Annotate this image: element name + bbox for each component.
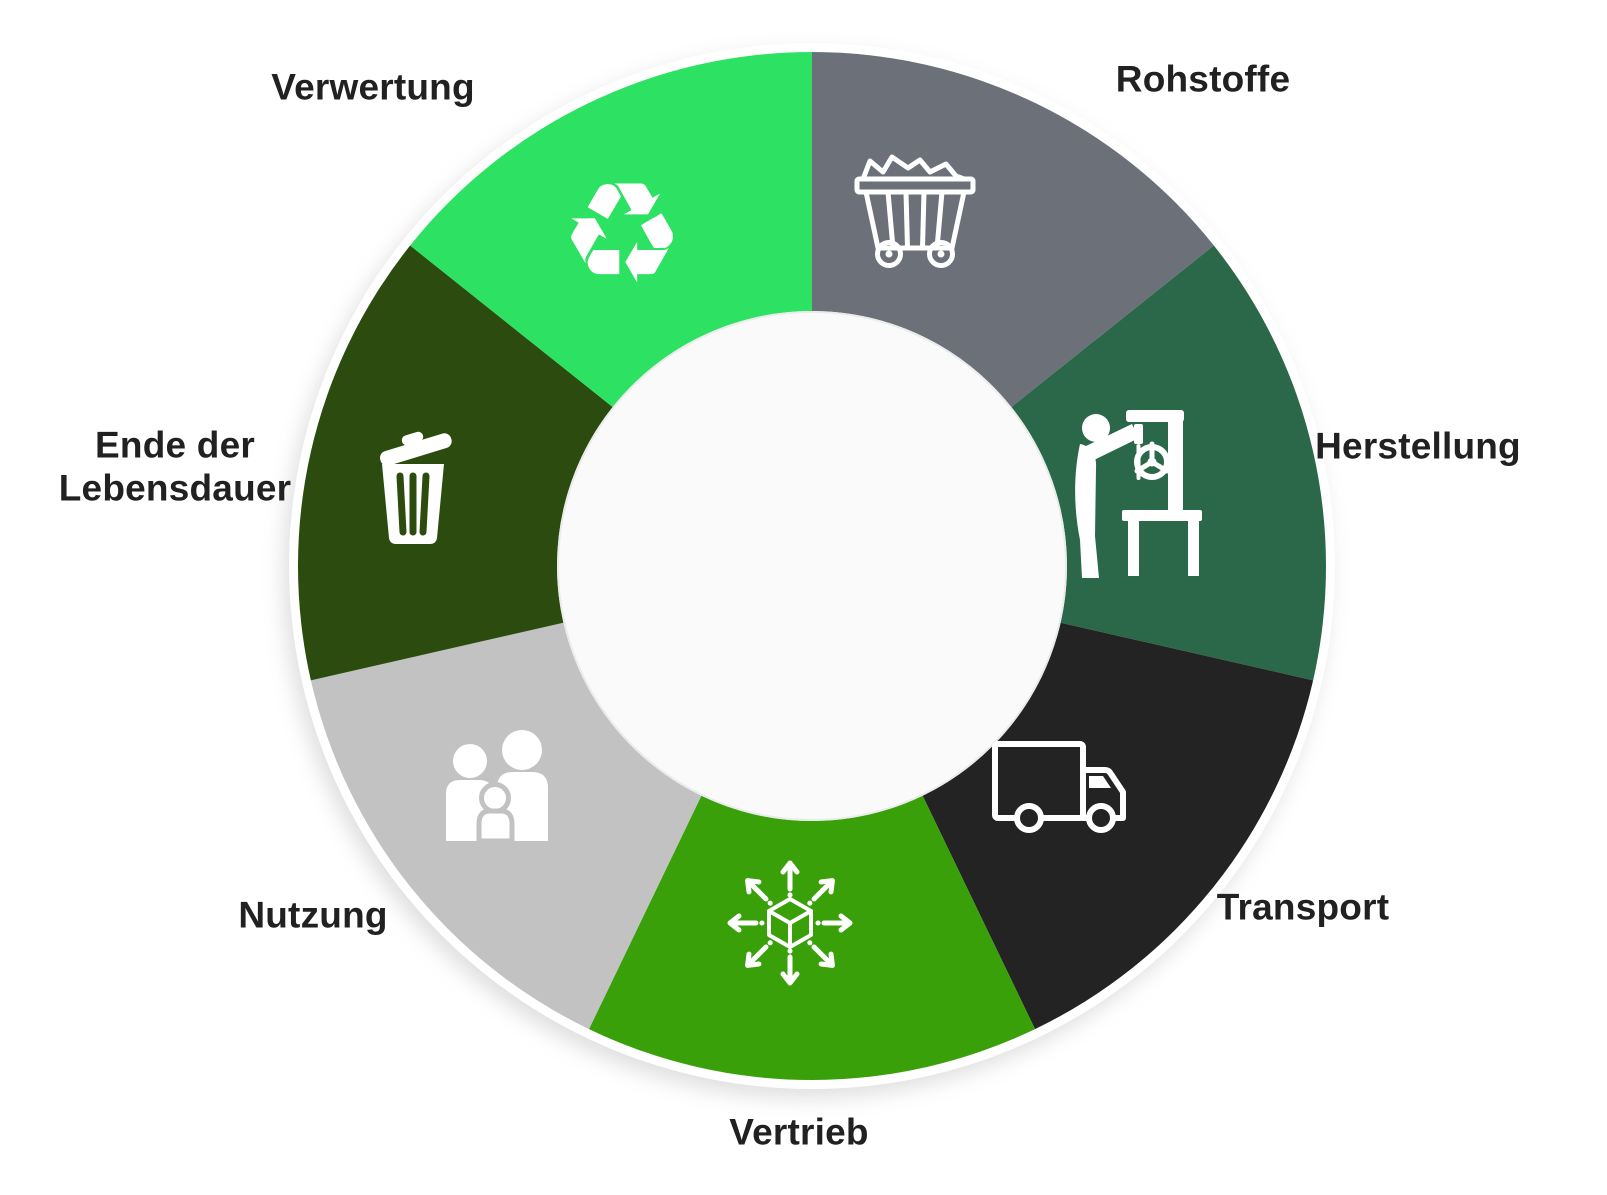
segment-wedge-transport (922, 622, 1314, 1030)
package-distribution-icon (727, 860, 853, 986)
mine-cart-icon (854, 154, 976, 268)
trash-can-icon (380, 431, 452, 544)
segment-label-nutzung: Nutzung (238, 894, 388, 936)
wheel-center (557, 311, 1067, 821)
segment-wedge-vertrieb (588, 795, 1036, 1081)
segment-label-transport: Transport (1216, 886, 1390, 928)
recycling-icon: ♻ (559, 153, 685, 316)
segment-label-verwertung: Verwertung (271, 66, 475, 108)
segment-wedge-rohstoffe (812, 52, 1214, 408)
segment-wedge-verwertung (410, 52, 812, 408)
family-icon (446, 730, 548, 844)
wheel-segments (298, 52, 1326, 1081)
truck-icon (992, 741, 1126, 833)
segment-label-rohstoffe: Rohstoffe (1115, 58, 1291, 100)
worker-machine-icon (1075, 410, 1202, 578)
segment-label-herstellung: Herstellung (1315, 425, 1521, 467)
segment-label-vertrieb: Vertrieb (729, 1111, 869, 1153)
segment-label-ende-der-lebensdauer: Ende der Lebensdauer (58, 424, 292, 508)
segment-wedge-ende-der-lebensdauer (298, 245, 613, 681)
